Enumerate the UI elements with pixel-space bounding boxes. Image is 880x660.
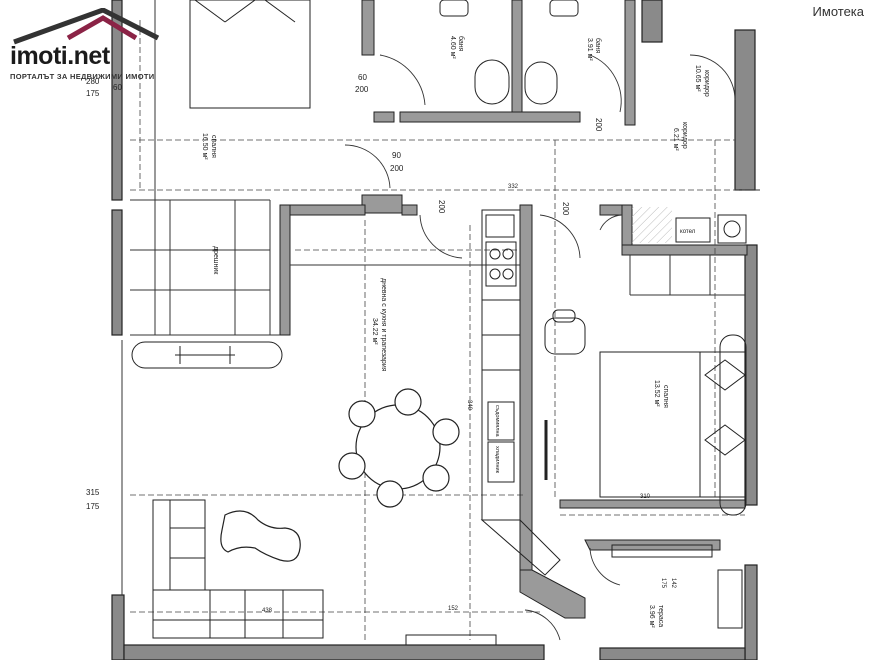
wall-bath-divider [511, 0, 523, 121]
wall-utility-left [621, 204, 633, 251]
wall-right-bath-top [641, 0, 663, 43]
watermark-text: Имотека [812, 4, 864, 19]
room-area-terrace: 3.96 м² [648, 605, 655, 628]
dim-mid-3: 310 [640, 494, 651, 500]
room-label-bedroom-2: спалня [662, 385, 669, 408]
wall-living-left [279, 204, 291, 336]
fridge-unit [487, 441, 515, 483]
wall-bath2-right [624, 0, 636, 126]
kitchen-sink [485, 214, 515, 238]
wall-bedroom2-top [599, 204, 626, 216]
kitchen-counter [480, 209, 561, 576]
dim-ter-1: 142 [670, 578, 676, 589]
stove [485, 241, 517, 287]
bath-fixtures [439, 0, 579, 105]
interior-walls [279, 0, 748, 576]
toilet-1 [474, 59, 510, 105]
dim-door-4: 200 [561, 202, 570, 216]
sink-1 [439, 0, 469, 17]
wall-right-bedroom [744, 244, 758, 506]
wall-right-corridor [734, 29, 756, 191]
room-area-living: 34.22 м² [371, 318, 378, 345]
wall-diagonal [519, 569, 586, 619]
sink-2 [549, 0, 579, 17]
wall-kitchen-top-2 [401, 204, 418, 216]
room-label-bath-1: баня [457, 36, 465, 52]
wall-bottom-right [599, 647, 746, 660]
dim-door-1a: 60 [358, 73, 367, 82]
room-area-corridor-2: 6.21 м² [672, 128, 679, 151]
terrace-fixtures [405, 544, 743, 646]
room-label-corridor-1: коридор [703, 70, 710, 97]
wall-kitchen-top [279, 204, 366, 216]
dim-left-1: 315 [86, 488, 100, 497]
fixture-label-fridge: хладилник [494, 446, 500, 474]
wall-bath-bottom [399, 111, 581, 123]
dim-bot-2: 438 [262, 608, 273, 614]
room-label-terrace: тераса [657, 605, 664, 627]
logo-wordmark: imoti.net [10, 42, 110, 70]
door-swings [344, 54, 736, 641]
room-area-corridor-1: 10.65 м² [694, 65, 701, 92]
bed-2 [599, 334, 747, 516]
wall-bottom [123, 644, 545, 660]
dining-set [338, 388, 460, 508]
room-label-bath-2: баня [594, 38, 602, 54]
dim-mid-2: 340 [466, 400, 472, 411]
dim-tl-3: 60 [113, 83, 122, 92]
dim-left-2: 175 [86, 502, 100, 511]
desk-chair [544, 309, 586, 355]
room-label-wardrobe: дрешник [212, 246, 219, 275]
sofa [152, 499, 324, 639]
fixture-label-boiler: котел [680, 229, 696, 235]
dim-tl-1: 280 [86, 77, 100, 86]
coffee-table [220, 510, 301, 562]
wall-bedroom2-bottom [559, 499, 746, 509]
wall-utility-bottom [621, 244, 748, 256]
dim-door-2b: 200 [390, 164, 404, 173]
dim-tl-2: 175 [86, 89, 100, 98]
dimension-labels: 280 175 60 60 200 90 200 200 200 200 315… [86, 73, 676, 614]
wall-closet-block [361, 194, 403, 214]
dimension-lines [130, 20, 745, 640]
logo-tagline: ПОРТАЛЪТ ЗА НЕДВИЖИМИ ИМОТИ [10, 72, 155, 81]
dim-door-3: 200 [437, 200, 446, 214]
room-label-living: дневна с кухня и трапезария [380, 278, 387, 372]
dishwasher-unit [487, 401, 515, 441]
wall-left-lower [111, 209, 123, 336]
fixture-label-dishwasher: съдомиялна [494, 405, 500, 438]
dim-bot-1: 152 [448, 606, 459, 612]
room-area-bedroom-1: 16.50 м² [201, 133, 208, 160]
bed-1 [189, 0, 311, 109]
dim-door-1b: 200 [355, 85, 369, 94]
radiator-left [131, 341, 283, 369]
dim-hall: 200 [594, 118, 603, 132]
wall-bath1-corner [373, 111, 395, 123]
exterior-walls [111, 0, 758, 660]
room-area-bath-1: 4.60 м² [449, 36, 456, 59]
wall-bath1-left [361, 0, 375, 56]
toilet-2 [524, 61, 558, 105]
utility-hatch [632, 207, 672, 243]
house-roof-icon [13, 8, 160, 45]
wall-left-bottom [111, 594, 125, 660]
wall-right-terrace [744, 564, 758, 660]
utility-fixtures [675, 214, 747, 244]
wall-left-upper [111, 0, 123, 201]
dim-door-2a: 90 [392, 151, 401, 160]
imoti-logo[interactable]: imoti.net ПОРТАЛЪТ ЗА НЕДВИЖИМИ ИМОТИ [8, 8, 178, 88]
dim-mid-1: 332 [508, 184, 519, 190]
room-label-bedroom-1: спалня [210, 135, 217, 158]
partition-lines [121, 0, 760, 595]
room-label-corridor-2: коридор [681, 122, 688, 149]
wall-kitchen-right [519, 204, 533, 576]
dim-ter-2: 175 [660, 578, 666, 589]
room-area-bedroom-2: 13.52 м² [653, 380, 660, 407]
room-area-bath-2: 3.91 м² [586, 38, 593, 61]
